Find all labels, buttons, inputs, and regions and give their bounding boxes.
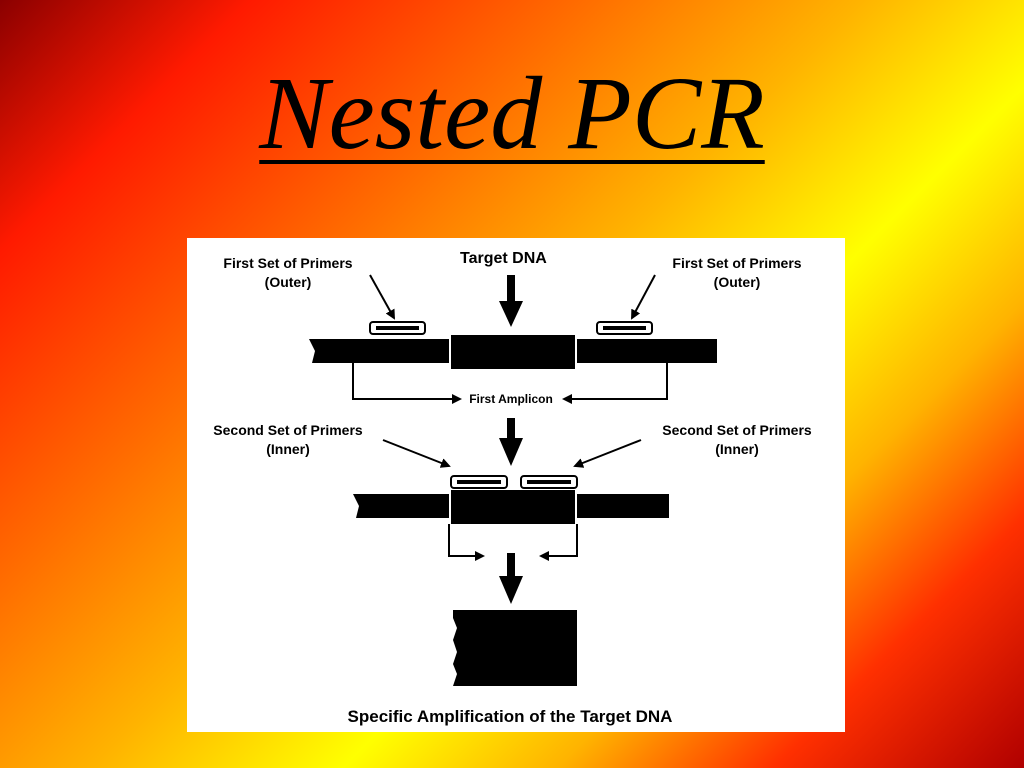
amplified-product-block (453, 610, 577, 686)
slide-title-text: Nested PCR (259, 56, 765, 171)
first-amplicon-segment (451, 490, 575, 524)
down-arrow-amplicon (499, 418, 523, 466)
outer-primers-left-sublabel: (Outer) (265, 274, 312, 290)
dna-right-flank-1 (577, 339, 717, 363)
first-amplicon-label: First Amplicon (469, 392, 553, 406)
diagram-caption: Specific Amplification of the Target DNA (348, 707, 673, 726)
inner-primers-right-sublabel: (Inner) (715, 441, 759, 457)
outer-primers-left-label: First Set of Primers (223, 255, 352, 271)
dna-left-flank-1 (309, 339, 449, 363)
nested-pcr-diagram: Target DNA First Set of Primers (Outer) … (213, 250, 812, 726)
down-arrow-product (499, 553, 523, 604)
outer-primer-right-pointer (631, 274, 656, 320)
target-dna-segment (451, 335, 575, 369)
inner-bracket-left (448, 524, 485, 561)
diagram-panel: Target DNA First Set of Primers (Outer) … (187, 238, 845, 732)
inner-primer-left-pointer (382, 439, 451, 468)
inner-primer-left-strand (457, 480, 501, 484)
first-amplicon-bracket-right (562, 363, 668, 404)
inner-primer-right-strand (527, 480, 571, 484)
inner-primer-right-pointer (573, 439, 642, 468)
dna-left-flank-2 (353, 494, 449, 518)
outer-primer-left-pointer (369, 274, 395, 320)
target-dna-label: Target DNA (460, 250, 547, 267)
dna-right-flank-2 (577, 494, 669, 518)
outer-primers-right-sublabel: (Outer) (714, 274, 761, 290)
outer-primer-left-strand (376, 326, 419, 330)
inner-primers-left-label: Second Set of Primers (213, 422, 363, 438)
outer-primers-right-label: First Set of Primers (672, 255, 801, 271)
inner-bracket-right (539, 524, 578, 561)
outer-primer-right-strand (603, 326, 646, 330)
inner-primers-left-sublabel: (Inner) (266, 441, 310, 457)
first-amplicon-bracket-left (352, 363, 462, 404)
down-arrow-target (499, 275, 523, 327)
slide-title: Nested PCR (0, 62, 1024, 166)
inner-primers-right-label: Second Set of Primers (662, 422, 812, 438)
